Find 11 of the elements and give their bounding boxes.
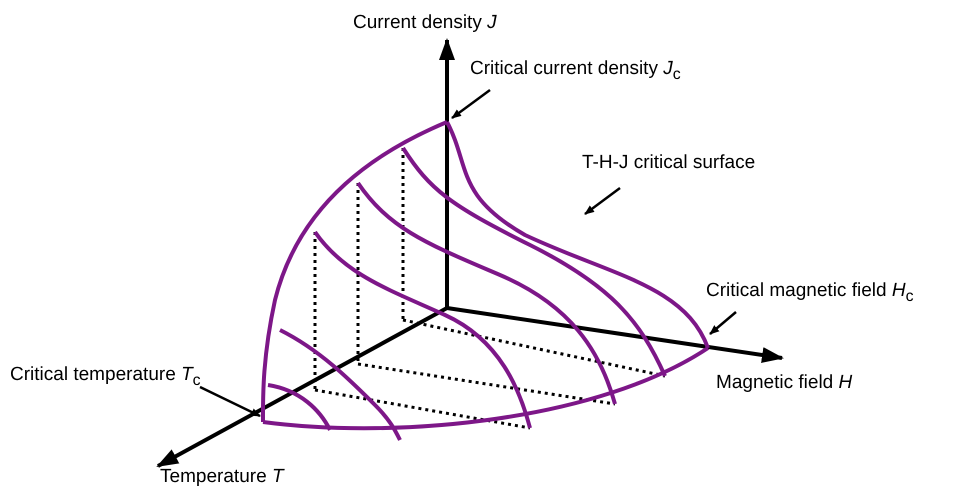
leader-line (584, 187, 621, 215)
leader-line (451, 89, 491, 119)
callout-label: T-H-J critical surface (582, 152, 756, 174)
axis-label: Current density J (353, 12, 497, 34)
axis-label: Temperature T (160, 466, 284, 488)
leader-line (199, 386, 261, 418)
axis-label: Magnetic field H (716, 372, 852, 394)
leader-line (709, 311, 737, 335)
callout-label: Critical magnetic field H$_{c}$ (706, 280, 914, 308)
callout-label: Critical temperature T$_{c}$ (10, 364, 201, 392)
callout-label: Critical current density J$_{c}$ (470, 58, 681, 86)
